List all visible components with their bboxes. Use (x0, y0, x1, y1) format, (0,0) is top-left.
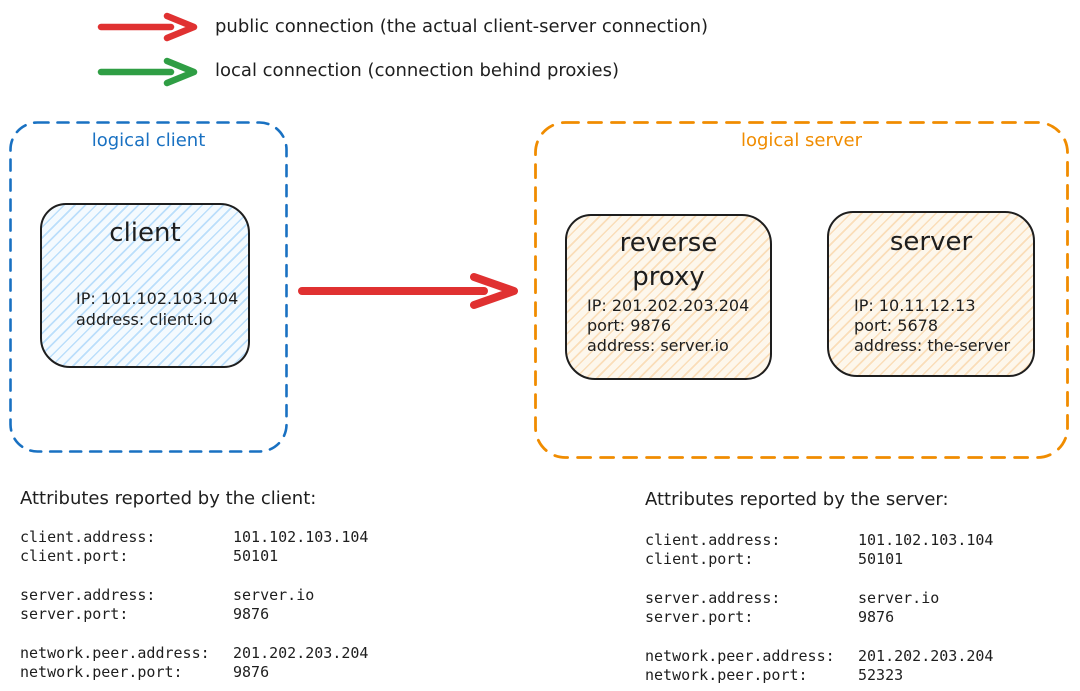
logical-server-label: logical server (740, 130, 863, 151)
attr-value: 101.102.103.104 (233, 528, 369, 546)
client-attr-group-network-peer: network.peer.address: 201.202.203.204 ne… (20, 644, 368, 682)
attr-row: server.address: server.io (645, 589, 993, 608)
attr-value: 201.202.203.204 (233, 644, 369, 662)
attr-row: server.port: 9876 (645, 608, 993, 627)
attr-value: 201.202.203.204 (858, 647, 994, 665)
client-attr-group-server: server.address: server.io server.port: 9… (20, 586, 368, 624)
attr-row: client.address: 101.102.103.104 (20, 528, 368, 547)
server-node-port: port: 5678 (854, 316, 938, 335)
server-attributes-heading: Attributes reported by the server: (645, 489, 949, 510)
server-node-address: address: the-server (854, 336, 1011, 355)
attr-key: network.peer.port: (645, 666, 808, 684)
client-attr-group-client: client.address: 101.102.103.104 client.p… (20, 528, 368, 566)
attr-row: client.address: 101.102.103.104 (645, 531, 993, 550)
logical-client-label: logical client (91, 130, 206, 151)
server-node-title: server (889, 227, 973, 257)
client-node-body: IP: 101.102.103.104 address: client.io (76, 289, 238, 331)
server-node: server IP: 10.11.12.13 port: 5678 addres… (827, 211, 1035, 377)
reverse-proxy-node: reverse proxy IP: 201.202.203.204 port: … (565, 214, 772, 380)
attr-value: 9876 (233, 605, 270, 623)
server-attr-group-server: server.address: server.io server.port: 9… (645, 589, 993, 627)
reverse-proxy-node-title: reverse proxy (567, 226, 770, 294)
attr-key: client.port: (20, 547, 129, 565)
server-attr-group-client: client.address: 101.102.103.104 client.p… (645, 531, 993, 569)
public-connection-arrow-icon (97, 12, 198, 42)
attr-key: client.port: (645, 550, 754, 568)
attr-row: client.port: 50101 (20, 547, 368, 566)
attr-value: 50101 (233, 547, 279, 565)
attr-value: server.io (858, 589, 940, 607)
public-connection-legend-label: public connection (the actual client-ser… (215, 16, 709, 37)
reverse-proxy-port: port: 9876 (587, 316, 671, 335)
attr-row: server.address: server.io (20, 586, 368, 605)
client-attributes-heading: Attributes reported by the client: (20, 488, 317, 509)
server-attr-group-network-peer: network.peer.address: 201.202.203.204 ne… (645, 647, 993, 685)
attr-key: server.address: (20, 586, 156, 604)
local-connection-legend-label: local connection (connection behind prox… (215, 60, 619, 81)
attr-row: client.port: 50101 (645, 550, 993, 569)
attr-key: server.port: (645, 608, 754, 626)
attr-row: network.peer.port: 52323 (645, 666, 993, 685)
attr-key: network.peer.address: (645, 647, 835, 665)
attr-key: network.peer.address: (20, 644, 210, 662)
client-node: client IP: 101.102.103.104 address: clie… (40, 203, 250, 368)
attr-value: 52323 (858, 666, 904, 684)
client-node-title: client (109, 218, 181, 248)
server-node-ip: IP: 10.11.12.13 (854, 296, 976, 315)
attr-key: client.address: (645, 531, 781, 549)
reverse-proxy-ip: IP: 201.202.203.204 (587, 296, 750, 315)
attr-value: 9876 (858, 608, 895, 626)
reverse-proxy-node-body: IP: 201.202.203.204 port: 9876 address: … (587, 296, 749, 356)
server-node-body: IP: 10.11.12.13 port: 5678 address: the-… (854, 296, 1010, 356)
attr-value: 50101 (858, 550, 904, 568)
attr-key: server.address: (645, 589, 781, 607)
attr-row: network.peer.address: 201.202.203.204 (645, 647, 993, 666)
reverse-proxy-title-line1: reverse (619, 228, 718, 258)
attr-row: network.peer.port: 9876 (20, 663, 368, 682)
logical-client-group-border (9, 121, 288, 453)
client-node-ip: IP: 101.102.103.104 (76, 289, 239, 308)
local-connection-arrow-icon (97, 57, 198, 87)
attr-value: 9876 (233, 663, 270, 681)
public-connection-main-arrow (298, 273, 518, 309)
client-attributes-list: client.address: 101.102.103.104 client.p… (20, 528, 368, 691)
attr-key: server.port: (20, 605, 129, 623)
server-attributes-list: client.address: 101.102.103.104 client.p… (645, 531, 993, 691)
attr-value: 101.102.103.104 (858, 531, 994, 549)
logical-server-group-border (534, 121, 1069, 459)
attr-value: server.io (233, 586, 315, 604)
attr-row: network.peer.address: 201.202.203.204 (20, 644, 368, 663)
reverse-proxy-title-line2: proxy (632, 262, 705, 292)
attr-key: network.peer.port: (20, 663, 183, 681)
reverse-proxy-address: address: server.io (587, 336, 729, 355)
client-node-address: address: client.io (76, 310, 213, 329)
attr-row: server.port: 9876 (20, 605, 368, 624)
attr-key: client.address: (20, 528, 156, 546)
